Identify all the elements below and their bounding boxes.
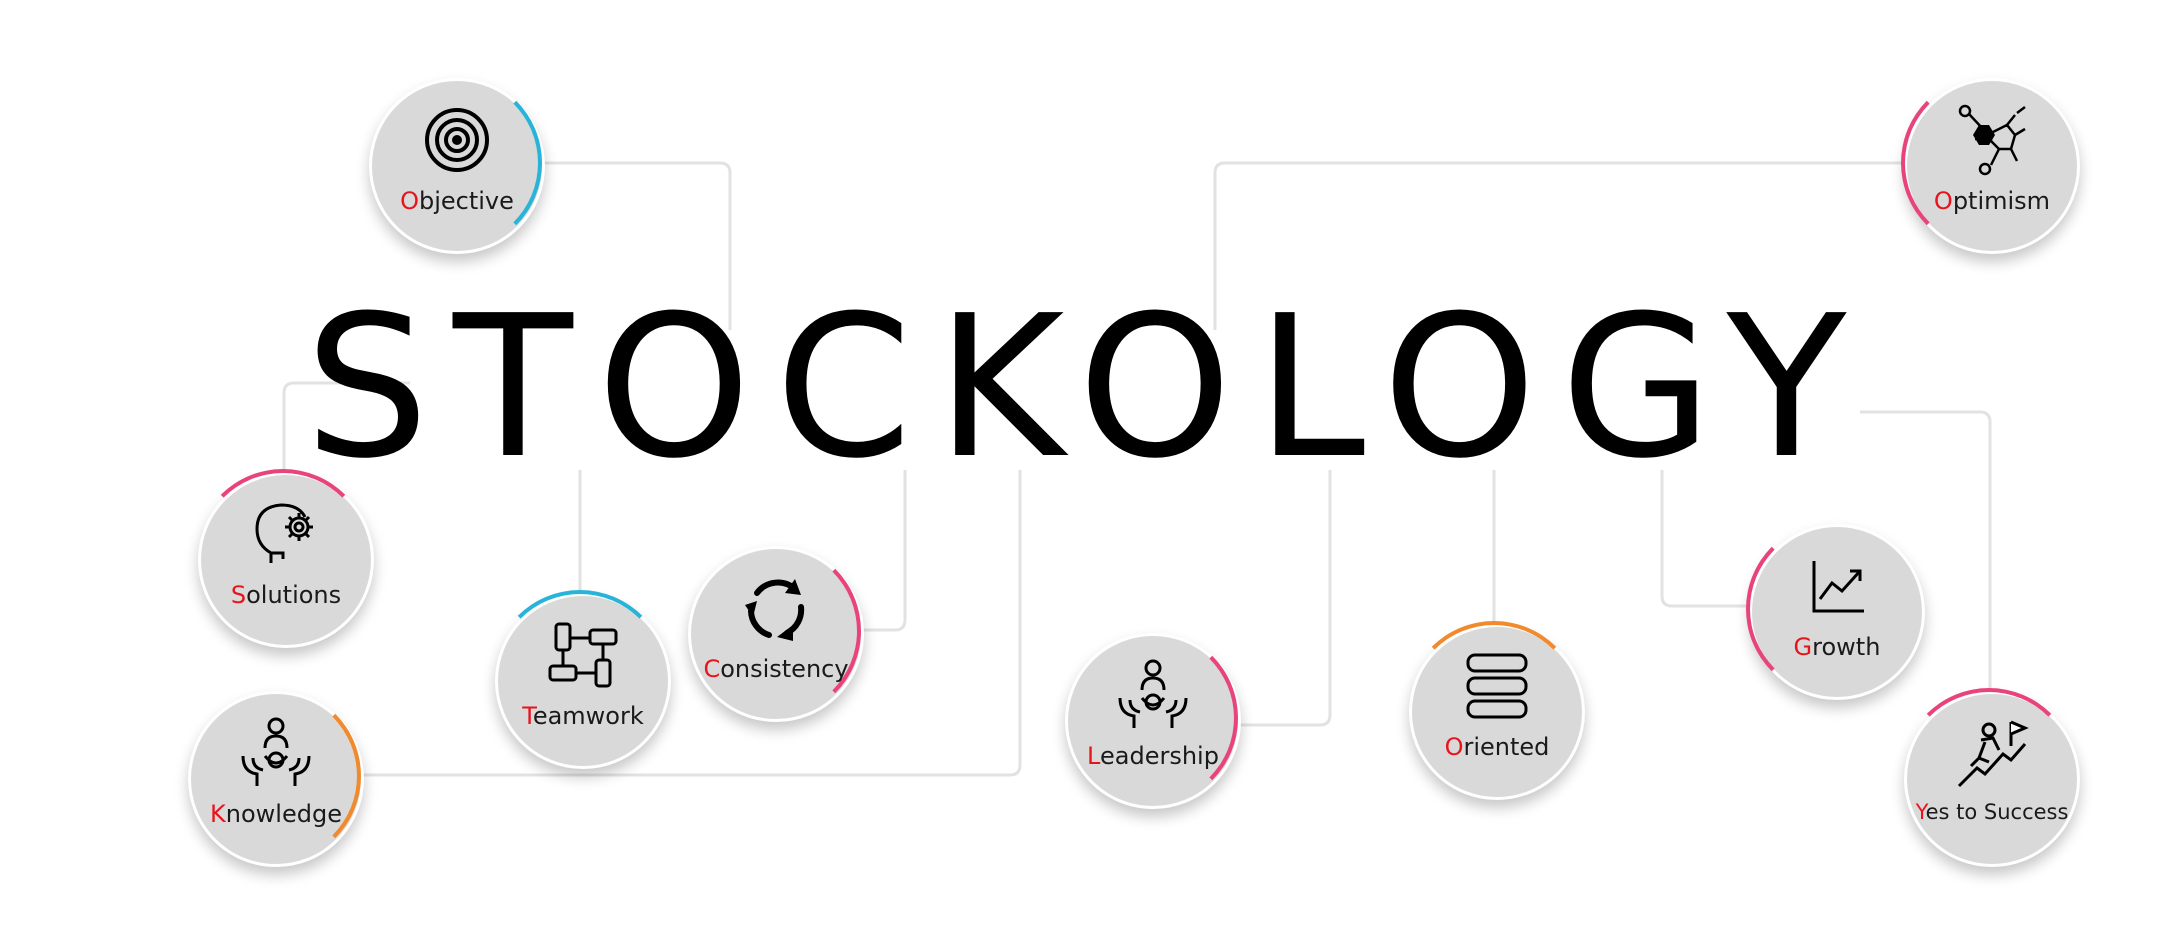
node-optimism: Optimism xyxy=(1901,75,2080,254)
node-label: Growth xyxy=(1793,633,1881,661)
node-knowledge: Knowledge xyxy=(188,688,364,867)
node-solutions: Solutions xyxy=(195,469,374,648)
climber-flag-icon xyxy=(1955,716,2029,790)
stacked-bars-icon xyxy=(1460,649,1534,723)
target-icon xyxy=(420,103,494,177)
joined-hands-icon xyxy=(546,618,620,692)
node-leadership: Leadership xyxy=(1065,630,1241,809)
node-growth: Growth xyxy=(1746,521,1925,700)
node-label: Leadership xyxy=(1087,742,1219,770)
leader-hands-icon xyxy=(1116,658,1190,732)
node-label: Optimism xyxy=(1933,187,2051,215)
connector-consistency xyxy=(860,470,907,632)
node-oriented: Oriented xyxy=(1406,621,1585,800)
connector-yes-to-success xyxy=(1860,410,1992,690)
connector-knowledge xyxy=(360,470,1022,777)
node-consistency: Consistency xyxy=(688,543,864,722)
connector-solutions xyxy=(282,381,410,470)
node-label: Teamwork xyxy=(522,702,644,730)
molecule-icon xyxy=(1955,103,2029,177)
growth-chart-icon xyxy=(1800,549,1874,623)
node-teamwork: Teamwork xyxy=(492,590,671,769)
node-label: Knowledge xyxy=(210,800,342,828)
main-title: STOCKOLOGY xyxy=(304,274,1871,502)
refresh-cycle-icon xyxy=(739,571,813,645)
node-label: Solutions xyxy=(230,581,342,609)
connector-leadership xyxy=(1235,470,1332,727)
connector-objective xyxy=(540,161,732,330)
node-label: Yes to Success xyxy=(1915,800,2069,824)
node-yes-to-success: Yes to Success xyxy=(1901,688,2080,867)
node-objective: Objective xyxy=(369,75,545,254)
connector-growth xyxy=(1660,470,1748,608)
node-label: Consistency xyxy=(703,655,849,683)
node-label: Objective xyxy=(400,187,514,215)
node-label: Oriented xyxy=(1444,733,1550,761)
head-gear-icon xyxy=(249,497,323,571)
person-hands-icon xyxy=(239,716,313,790)
connector-optimism xyxy=(1213,161,1905,330)
